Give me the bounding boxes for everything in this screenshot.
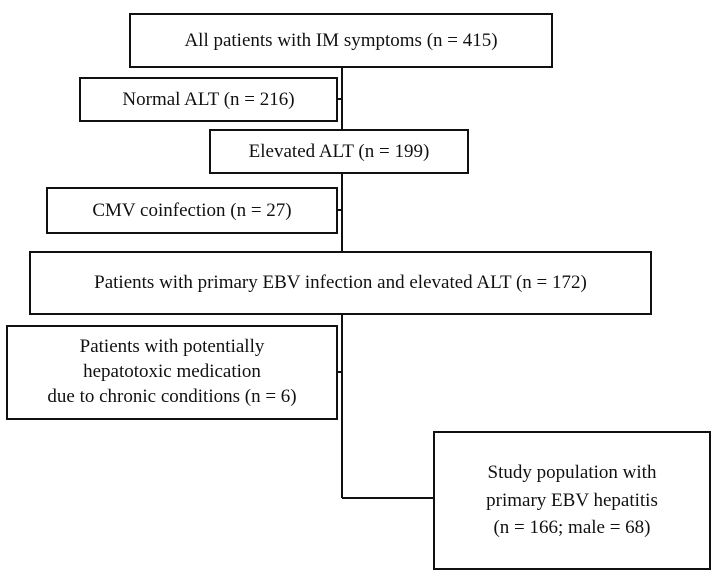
elevated-alt-box: Elevated ALT (n = 199) [209,129,469,174]
study-population-line-1: Study population with [487,462,657,484]
all-patients-box: All patients with IM symptoms (n = 415) [129,13,553,68]
primary-ebv-box: Patients with primary EBV infection and … [29,251,652,315]
hepatotoxic-medication-line-2: hepatotoxic medication [83,361,261,383]
study-population-box: Study population with primary EBV hepati… [433,431,711,570]
all-patients-label: All patients with IM symptoms (n = 415) [184,29,498,51]
hepatotoxic-medication-line-3: due to chronic conditions (n = 6) [47,385,297,407]
study-population-line-3: (n = 166; male = 68) [493,517,651,539]
study-population-line-2: primary EBV hepatitis [486,489,658,511]
primary-ebv-label: Patients with primary EBV infection and … [94,272,587,294]
cmv-coinfection-box: CMV coinfection (n = 27) [46,187,338,234]
elevated-alt-label: Elevated ALT (n = 199) [248,140,430,162]
hepatotoxic-medication-box: Patients with potentially hepatotoxic me… [6,325,338,420]
hepatotoxic-medication-line-1: Patients with potentially [79,336,265,358]
normal-alt-label: Normal ALT (n = 216) [122,88,295,110]
cmv-coinfection-label: CMV coinfection (n = 27) [92,199,292,221]
normal-alt-box: Normal ALT (n = 216) [79,77,338,122]
